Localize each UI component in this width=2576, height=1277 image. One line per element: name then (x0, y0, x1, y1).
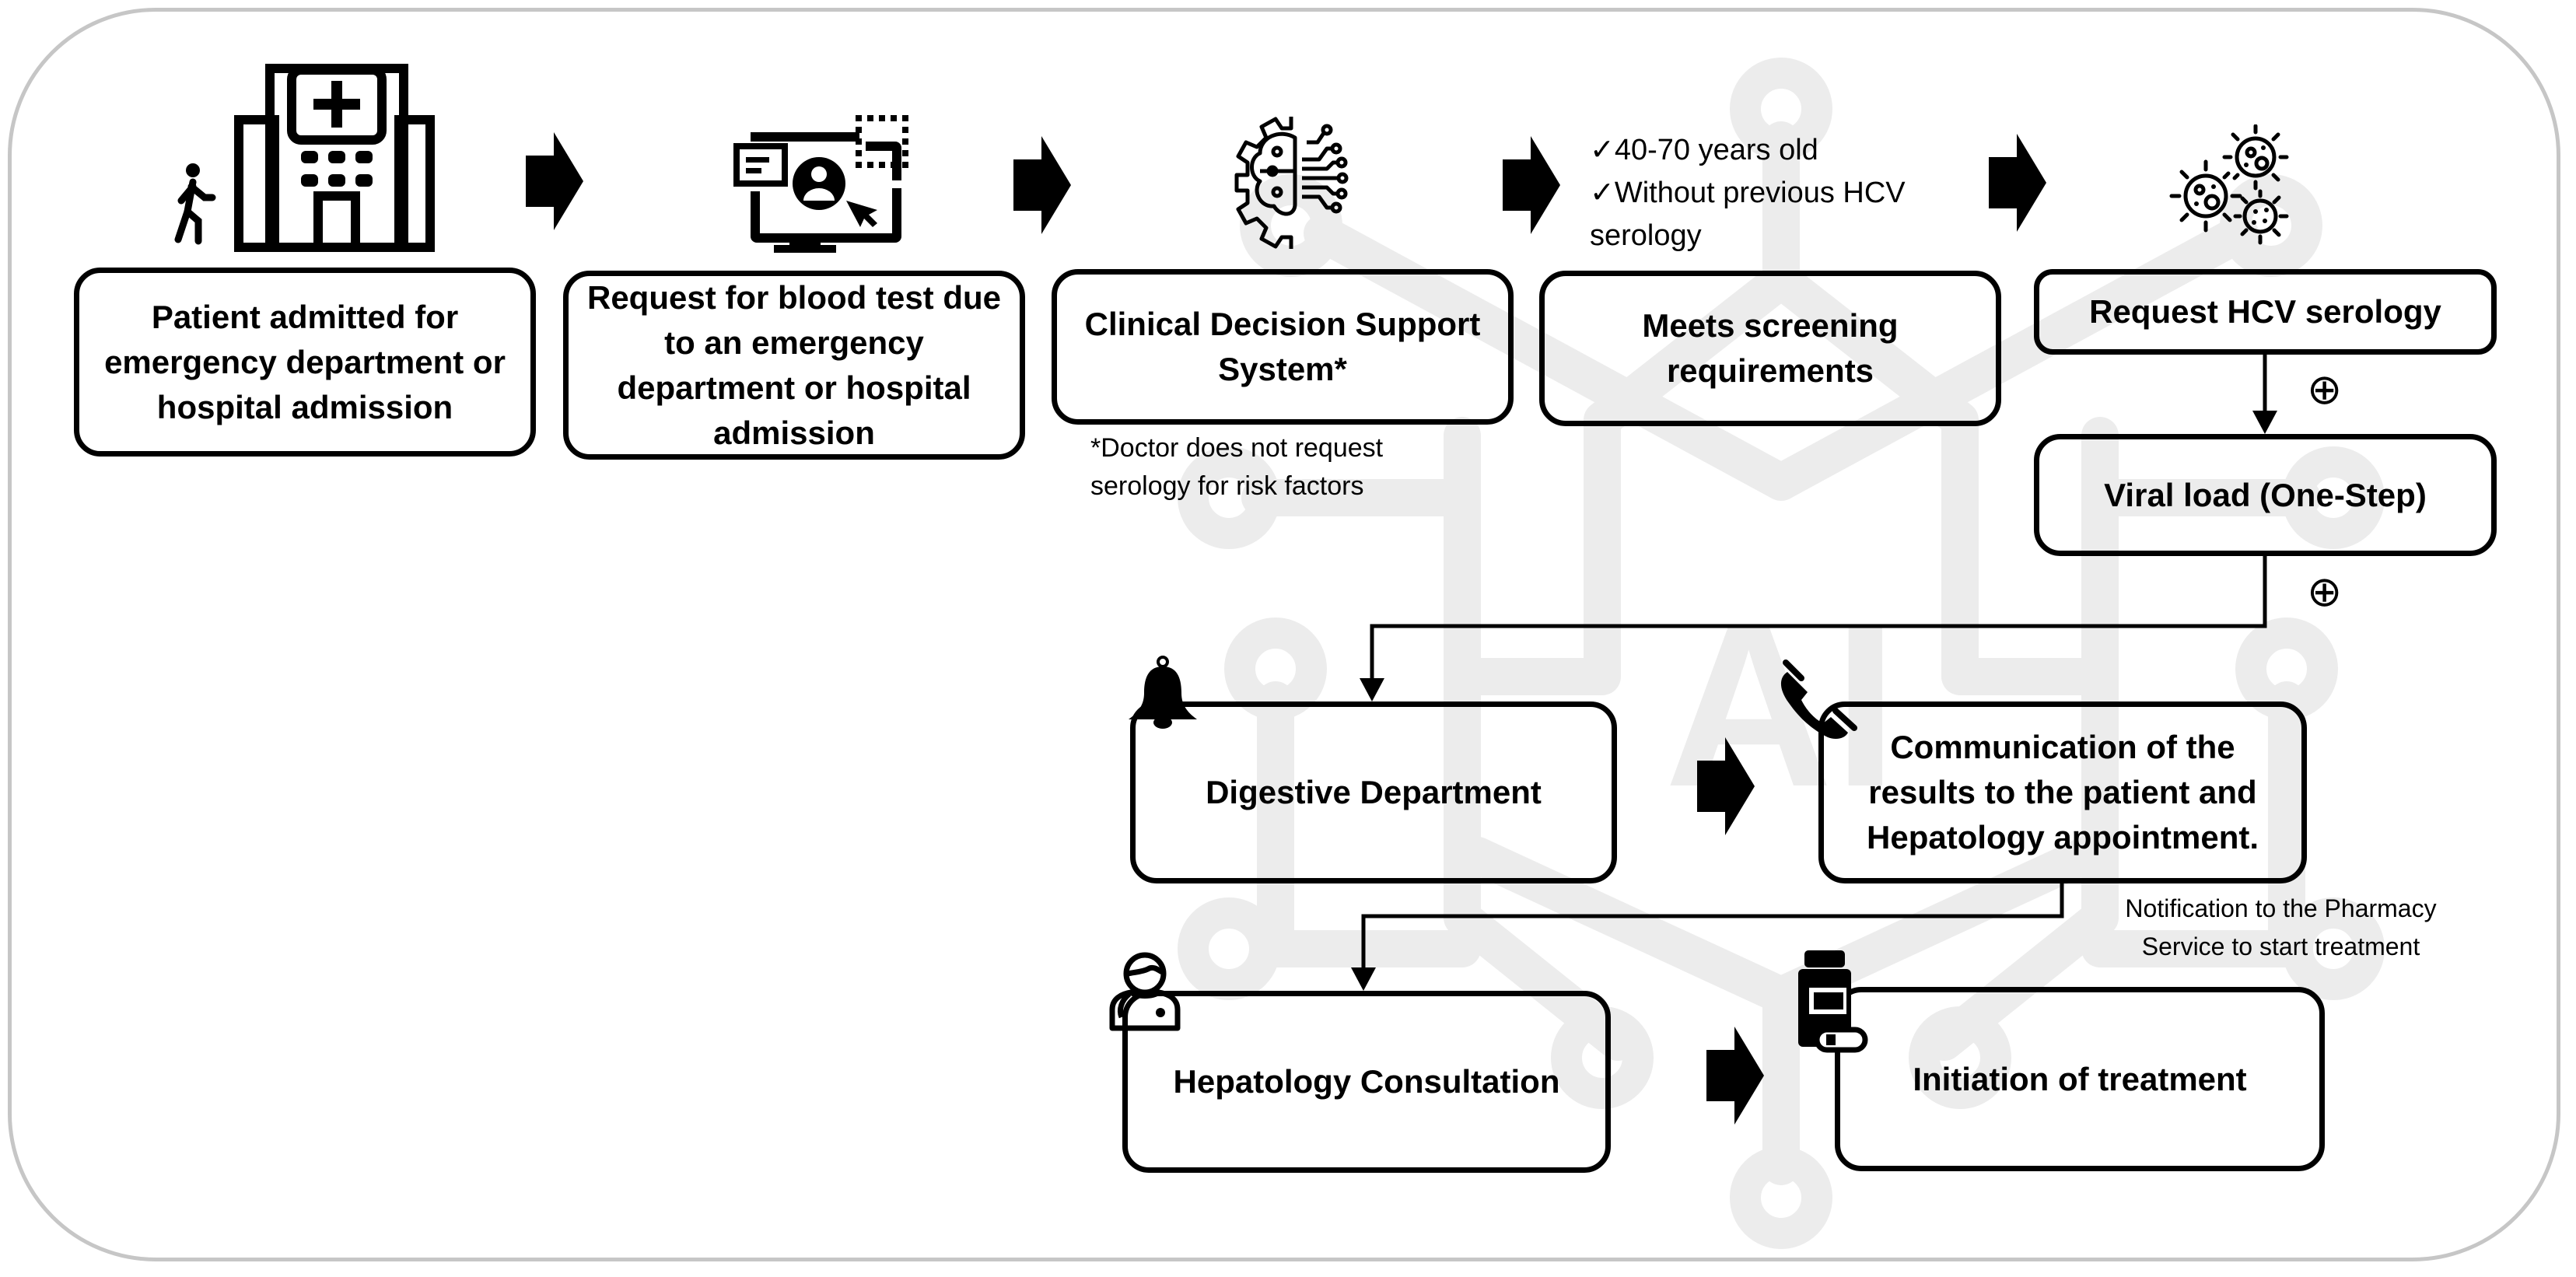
watermark-trace (1304, 215, 2259, 501)
computer-user-request-icon (733, 115, 908, 253)
bell-icon (1129, 656, 1197, 729)
brain-gear-circuit-icon (1234, 117, 1349, 249)
step-label: Communication of the results to the pati… (1867, 729, 2259, 855)
watermark-node (2282, 897, 2385, 1000)
step-cdss[interactable]: Clinical Decision Support System* (1052, 269, 1514, 425)
step-label: Initiation of treatment (1913, 1060, 2247, 1097)
watermark-node (1909, 1006, 2011, 1109)
watermark-node (2282, 446, 2385, 549)
serology-positive-icon: ⊕ (2307, 366, 2343, 413)
viral-load-positive-icon: ⊕ (2307, 569, 2343, 615)
criteria-age: ✓40-70 years old (1590, 134, 1818, 166)
watermark-node (1551, 1006, 1654, 1109)
watermark-node (1240, 174, 1342, 277)
step-label: Viral load (One-Step) (2104, 476, 2427, 513)
screening-criteria: ✓40-70 years old ✓Without previous HCV s… (1590, 129, 1906, 257)
step-viral-load[interactable]: Viral load (One-Step) (2034, 434, 2497, 556)
step-label: Hepatology Consultation (1173, 1063, 1560, 1100)
step-label: Patient admitted for emergency departmen… (104, 298, 506, 425)
phone-icon (1780, 659, 1857, 739)
criteria-no-previous-serology: ✓Without previous HCV (1590, 177, 1906, 209)
step-label: Request HCV serology (2089, 293, 2441, 330)
note-line: Notification to the Pharmacy (2125, 894, 2437, 922)
step-label: Request for blood test due to an emergen… (586, 278, 1001, 451)
watermark-node (1730, 58, 1832, 160)
step-initiation-treatment[interactable]: Initiation of treatment (1835, 987, 2325, 1171)
footnote-line: serology for risk factors (1090, 471, 1364, 501)
cdss-footnote: *Doctor does not request serology for ri… (1090, 429, 1383, 506)
pharmacy-notification-note: Notification to the Pharmacy Service to … (2100, 890, 2462, 966)
step-patient-admitted[interactable]: Patient admitted for emergency departmen… (74, 268, 536, 457)
step-label: Clinical Decision Support System* (1084, 306, 1481, 387)
criteria-serology-cont: serology (1590, 219, 1702, 252)
pill-bottle-icon (1798, 950, 1868, 1053)
step-request-hcv-serology[interactable]: Request HCV serology (2034, 269, 2497, 355)
step-communication-results[interactable]: Communication of the results to the pati… (1818, 701, 2307, 883)
step-label: Digestive Department (1206, 774, 1542, 810)
watermark-node (2220, 174, 2322, 277)
hospital-with-walking-person-icon (174, 64, 435, 252)
note-line: Service to start treatment (2141, 932, 2420, 960)
virus-cluster-icon (2169, 124, 2289, 245)
step-meets-requirements[interactable]: Meets screening requirements (1539, 271, 2001, 426)
step-hepatology-consultation[interactable]: Hepatology Consultation (1122, 991, 1611, 1173)
watermark-node (2235, 618, 2338, 720)
step-label: Meets screening requirements (1642, 307, 1899, 389)
footnote-line: *Doctor does not request (1090, 433, 1384, 463)
step-blood-test-request[interactable]: Request for blood test due to an emergen… (563, 271, 1025, 460)
step-digestive-department[interactable]: Digestive Department (1130, 701, 1617, 883)
watermark-node (1178, 897, 1280, 1000)
watermark-node (1224, 618, 1327, 720)
doctor-icon (1109, 952, 1181, 1031)
watermark-node (1178, 446, 1280, 549)
watermark-node (1730, 1146, 1832, 1249)
